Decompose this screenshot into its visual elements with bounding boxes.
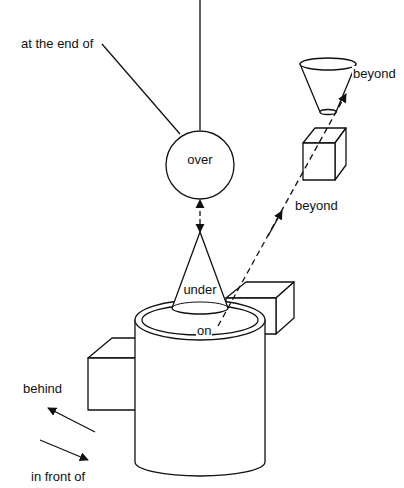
preposition-label: in front of xyxy=(30,469,86,484)
cone-shape: under xyxy=(172,232,228,314)
node-text: under xyxy=(172,282,228,297)
beyond-arrow xyxy=(218,94,346,326)
beyond-arrow xyxy=(268,211,282,236)
preposition-label: beyond xyxy=(352,66,397,81)
dashed-connector xyxy=(199,200,200,232)
preposition-label: behind xyxy=(22,381,63,396)
node-outline xyxy=(172,232,228,314)
behind-arrow xyxy=(48,408,95,432)
preposition-label: at the end of xyxy=(20,36,94,51)
funnel-shape xyxy=(300,58,356,115)
preposition-label: on xyxy=(196,323,212,338)
leader-line xyxy=(102,44,180,134)
front-arrow xyxy=(40,440,88,460)
preposition-label: beyond xyxy=(294,198,339,213)
ball-circle: over xyxy=(165,130,235,200)
string-line xyxy=(199,0,200,130)
cube-shape xyxy=(303,128,346,180)
cylinder-shape xyxy=(135,300,265,476)
node-text: over xyxy=(165,152,235,167)
